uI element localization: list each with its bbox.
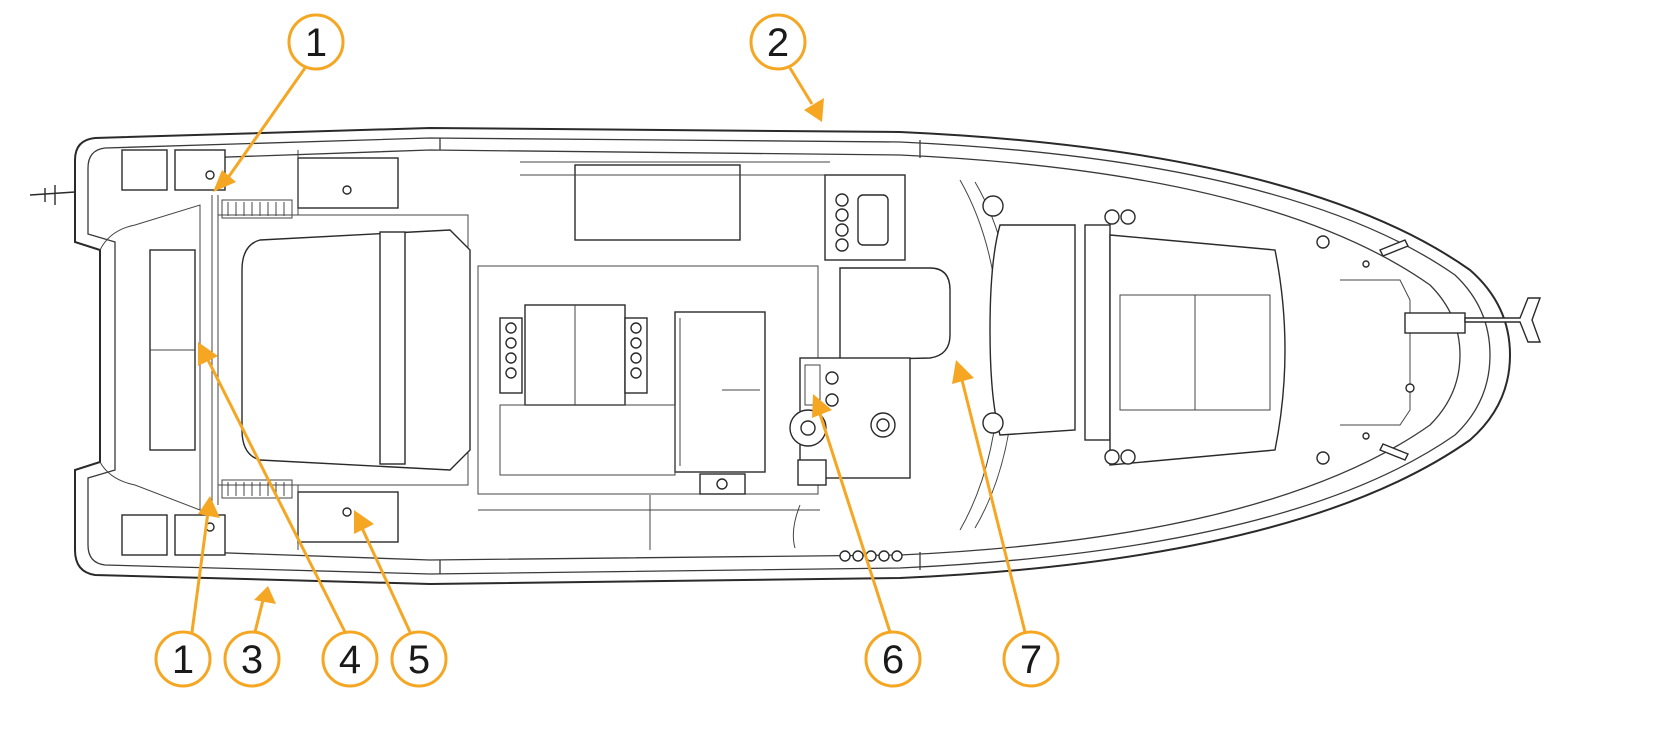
callout-circle bbox=[749, 13, 807, 71]
callout-1-bottom: 1 bbox=[154, 496, 220, 688]
callout-6: 6 bbox=[812, 394, 922, 688]
callout-label: 6 bbox=[882, 638, 904, 682]
deck-line-bottom bbox=[439, 552, 921, 574]
callout-label: 3 bbox=[241, 638, 263, 682]
drain-grate-bottom bbox=[221, 479, 293, 499]
stern-locker-bottom bbox=[121, 514, 168, 556]
cupholders-right bbox=[624, 317, 648, 394]
callout-circle bbox=[154, 630, 212, 688]
callout-3: 3 bbox=[223, 586, 281, 688]
callout-label: 2 bbox=[767, 21, 789, 65]
side-locker bbox=[574, 164, 741, 241]
callout-7: 7 bbox=[952, 360, 1060, 688]
hull-outer bbox=[74, 126, 1512, 586]
aft-sunbed bbox=[241, 229, 471, 471]
hull bbox=[74, 126, 1512, 586]
callout-label: 1 bbox=[305, 21, 327, 65]
callout-1-top: 1 bbox=[213, 13, 345, 192]
mid-deck bbox=[477, 161, 830, 550]
callout-5: 5 bbox=[354, 510, 448, 688]
callout-label: 4 bbox=[339, 638, 361, 682]
stern-locker-top bbox=[121, 149, 168, 191]
bow-anchor bbox=[1464, 297, 1541, 343]
stern-ladder bbox=[29, 185, 76, 205]
throttle bbox=[797, 459, 827, 486]
cupholders-left bbox=[499, 317, 523, 394]
callout-circle bbox=[1002, 630, 1060, 688]
callout-circle bbox=[390, 630, 448, 688]
callout-circle bbox=[864, 630, 922, 688]
callout-circle bbox=[321, 630, 379, 688]
callout-label: 5 bbox=[408, 638, 430, 682]
bow-sunbed bbox=[1109, 234, 1286, 466]
callout-4: 4 bbox=[198, 342, 379, 688]
sunbed-backrest bbox=[379, 231, 406, 465]
helm-seat bbox=[674, 311, 766, 473]
anchor-locker bbox=[1404, 312, 1466, 334]
deck-hatch-top bbox=[297, 157, 399, 209]
console-switch-panel bbox=[839, 550, 903, 562]
helm-console bbox=[789, 174, 1016, 562]
hull-inner bbox=[87, 137, 1491, 575]
callout-2: 2 bbox=[749, 13, 824, 122]
forward-area bbox=[982, 195, 1541, 466]
aft-cockpit bbox=[217, 150, 471, 550]
console-seat bbox=[839, 267, 951, 361]
drain-grate-top bbox=[221, 199, 293, 219]
callout-circle bbox=[287, 13, 345, 71]
callout-label: 1 bbox=[172, 638, 194, 682]
gunwale-inner bbox=[199, 149, 1461, 561]
callout-label: 7 bbox=[1020, 638, 1042, 682]
forward-seat-left bbox=[989, 224, 1076, 436]
deck-line-top bbox=[439, 138, 921, 158]
stern-hatch-bottom bbox=[174, 514, 226, 556]
callouts: 1 2 1 3 4 bbox=[154, 13, 1060, 688]
forward-backrest bbox=[1084, 224, 1111, 441]
deck-hatch-bottom bbox=[297, 491, 399, 543]
callout-circle bbox=[223, 630, 281, 688]
